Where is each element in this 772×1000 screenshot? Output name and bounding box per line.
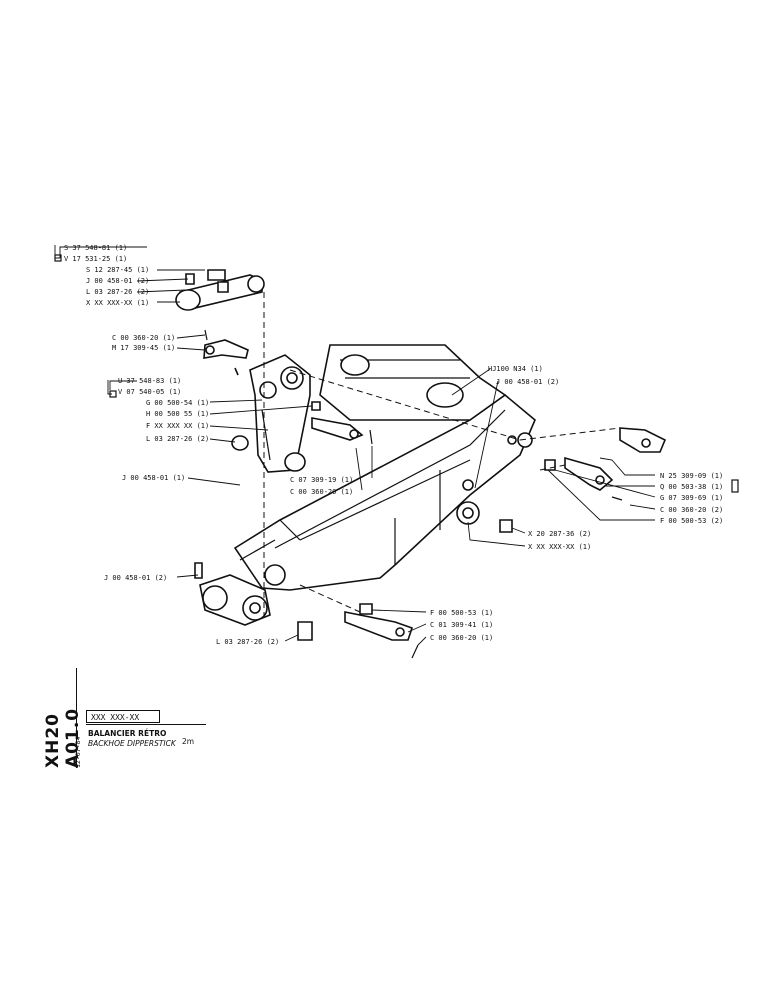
bracket-marks — [54, 245, 739, 493]
sheet-code: XH20 A01.0 — [43, 707, 83, 768]
assembly-lines — [263, 292, 621, 620]
reference-box: XXX XXX-XX — [86, 710, 160, 723]
callout-c00-360-20-b: C 00 360-20 (1) — [290, 488, 353, 496]
callout-u37-548-83: U 37 548-83 (1) — [118, 377, 181, 385]
callout-m17-309-45: M 17 309-45 (1) — [112, 344, 175, 352]
leader-lines — [59, 246, 656, 646]
callout-q00-503-38: Q 00 503-38 (1) — [660, 483, 723, 491]
title-frame — [86, 724, 206, 753]
callout-c07-309-19: C 07 309-19 (1) — [290, 476, 353, 484]
callout-v07-540-05: V 07 540-05 (1) — [118, 388, 181, 396]
pins — [194, 329, 667, 659]
title-french: BALANCIER RÉTRO — [88, 729, 167, 738]
callout-h00-500-55: H 00 500 55 (1) — [146, 410, 209, 418]
callout-hj100: HJ100 N34 (1) — [488, 365, 543, 373]
callout-g07-309-69: G 07 309-69 (1) — [660, 494, 723, 502]
upper-bracket — [231, 354, 311, 473]
callout-j00-458-01-lower: J 00 458-01 (2) — [104, 574, 167, 582]
title-size: 2m — [182, 737, 195, 746]
callout-f00-500-53-right: F 00 500-53 (2) — [660, 517, 723, 525]
callout-l03-287-26-top: L 03 287-26 (2) — [86, 288, 149, 296]
callout-c00-360-20-d: C 00 360-20 (1) — [430, 634, 493, 642]
callout-l03-287-26-bottom: L 03 287-26 (2) — [216, 638, 279, 646]
callout-j00-458-01-right: J 00 458-01 (2) — [496, 378, 559, 386]
callout-j00-458-01-left: J 00 458-01 (1) — [122, 474, 185, 482]
sheet-date: 12-07-84 — [74, 736, 82, 768]
callout-c00-360-20-a: C 00 360-20 (1) — [112, 334, 175, 342]
callout-xxx-bush: X XX XXX-XX (1) — [528, 543, 591, 551]
title-english: BACKHOE DIPPERSTICK — [88, 739, 176, 748]
callout-g00-500-54: G 00 500-54 (1) — [146, 399, 209, 407]
callout-xxx-link: X XX XXX-XX (1) — [86, 299, 149, 307]
callout-s12-287-45: S 12 287-45 (1) — [86, 266, 149, 274]
callout-j00-458-01-top: J 00 458-01 (2) — [86, 277, 149, 285]
callout-fxx-mid: F XX XXX XX (1) — [146, 422, 209, 430]
title-divider — [76, 668, 77, 768]
callout-c00-360-20-c: C 00 360-20 (2) — [660, 506, 723, 514]
callout-n25-309-09: N 25 309-09 (1) — [660, 472, 723, 480]
callout-s37-548-81: S 37 548-81 (1) — [64, 244, 127, 252]
callout-f00-500-53-bottom: F 00 500-53 (1) — [430, 609, 493, 617]
link-rod — [175, 269, 265, 311]
dipperstick-body — [199, 344, 536, 626]
callout-v17-531-25: V 17 531-25 (1) — [64, 255, 127, 263]
callout-x20-287-36: X 20 287-36 (2) — [528, 530, 591, 538]
callout-labels: S 37 548-81 (1) V 17 531-25 (1) S 12 287… — [64, 244, 723, 646]
callout-l03-287-26-mid: L 03 287-26 (2) — [146, 435, 209, 443]
callout-c01-309-41: C 01 309-41 (1) — [430, 621, 493, 629]
